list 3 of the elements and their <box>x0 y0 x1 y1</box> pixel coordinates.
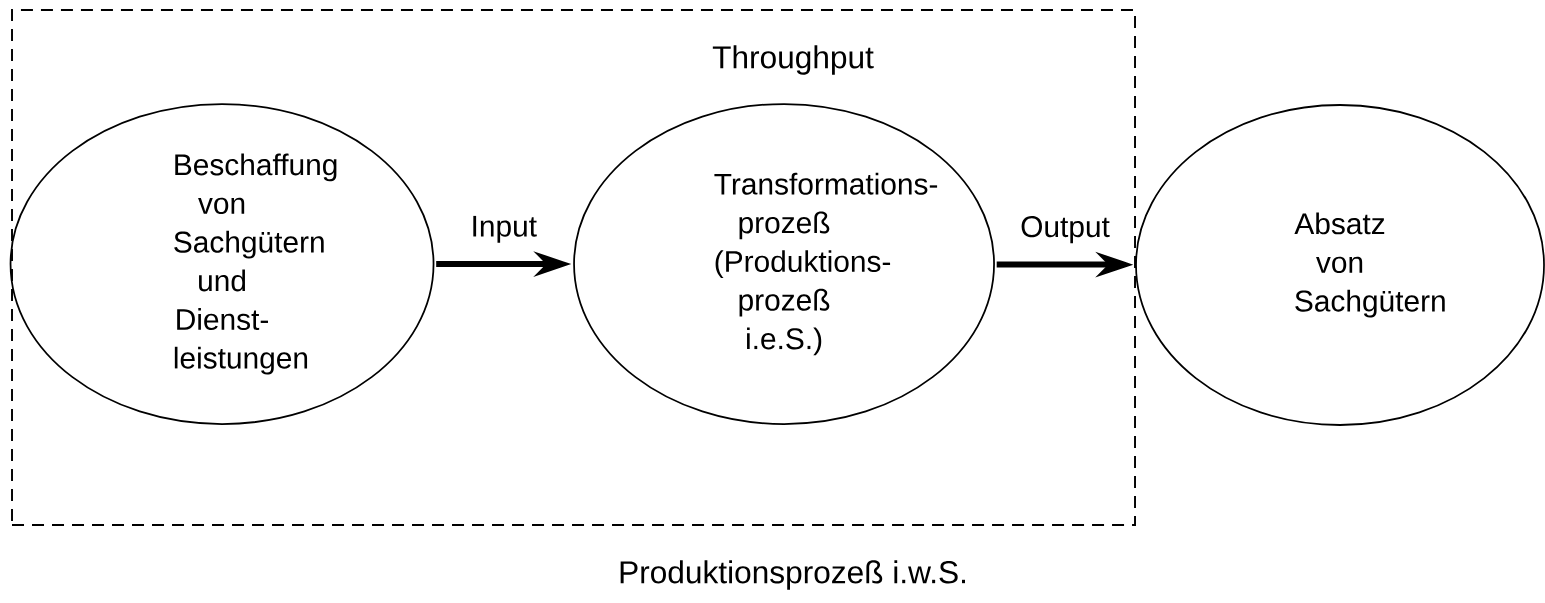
edge-label: Input <box>467 212 541 247</box>
edge-label: Output <box>1016 212 1114 247</box>
box-label: Produktionsprozeß i.w.S. <box>620 560 966 590</box>
